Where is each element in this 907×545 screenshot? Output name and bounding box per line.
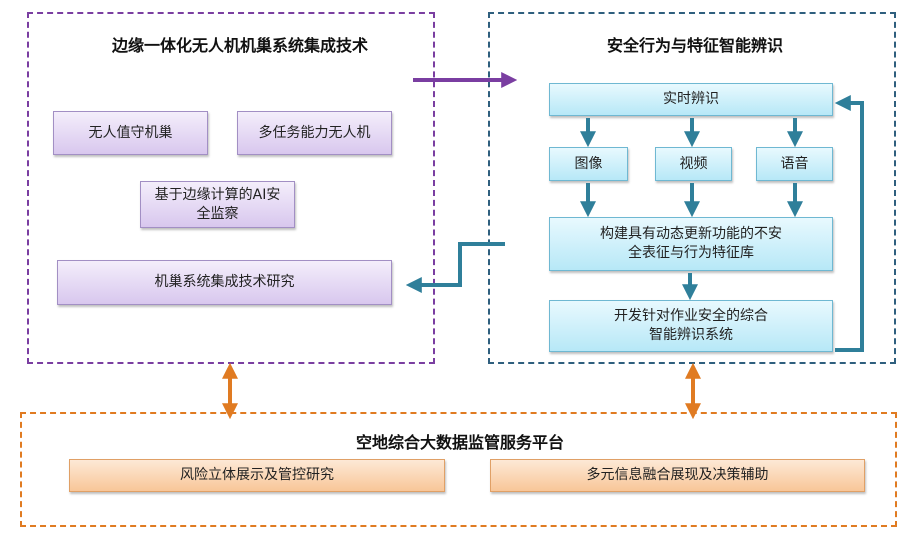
recognition-system-box: 开发针对作业安全的综合智能辨识系统 — [549, 300, 833, 352]
safety-recognition-title: 安全行为与特征智能辨识 — [606, 36, 783, 55]
multitask-uav-box: 多任务能力无人机 — [237, 111, 392, 155]
unattended-nest-box: 无人值守机巢 — [53, 111, 208, 155]
edge-ai-inspection-box: 基于边缘计算的AI安全监察 — [140, 181, 295, 228]
nest-integration-box: 机巢系统集成技术研究 — [57, 260, 392, 305]
feature-library-box: 构建具有动态更新功能的不安全表征与行为特征库 — [549, 217, 833, 271]
speech-box: 语音 — [756, 147, 833, 181]
big-data-platform-title: 空地综合大数据监管服务平台 — [355, 433, 564, 452]
big-data-platform-panel — [20, 412, 897, 527]
image-box: 图像 — [549, 147, 628, 181]
risk-display-box: 风险立体展示及管控研究 — [69, 459, 445, 492]
decision-support-box: 多元信息融合展现及决策辅助 — [490, 459, 865, 492]
realtime-recognition-box: 实时辨识 — [549, 83, 833, 116]
video-box: 视频 — [655, 147, 732, 181]
edge-uav-title: 边缘一体化无人机机巢系统集成技术 — [111, 36, 368, 55]
